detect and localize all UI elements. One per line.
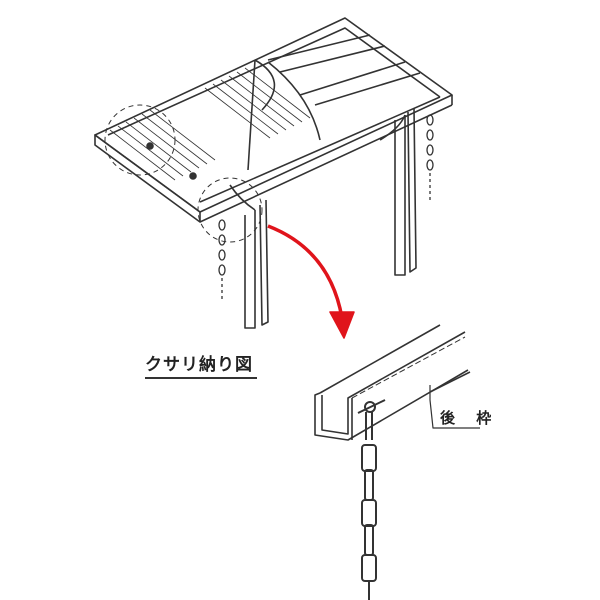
chain-on-canopy (218, 114, 434, 300)
roof-panel-hatching (109, 67, 311, 181)
chain-detail (357, 399, 386, 600)
rear-frame-channel (314, 324, 480, 441)
diagram-title: クサリ納り図 (145, 350, 257, 379)
chain-hook-point (189, 172, 197, 180)
chain-hook-point (146, 142, 154, 150)
rear-frame-label: 後 枠 (440, 409, 500, 427)
canopy-roof (94, 17, 453, 223)
red-pointer-arrow (267, 224, 355, 339)
canopy-posts (229, 107, 417, 329)
detail-circles (104, 104, 263, 243)
